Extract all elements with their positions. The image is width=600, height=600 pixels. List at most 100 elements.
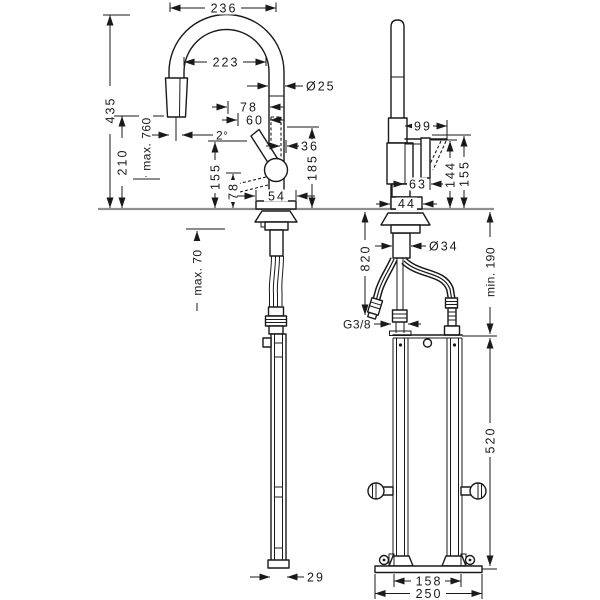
mount-hook bbox=[260, 222, 265, 228]
box-base-plate bbox=[374, 565, 483, 574]
side-hose-a-fitting bbox=[366, 296, 384, 320]
side-pipe-connector bbox=[391, 309, 408, 323]
dim-front-spout-dia-label: Ø25 bbox=[306, 80, 336, 94]
side-faucet bbox=[386, 19, 448, 210]
hose-front bbox=[268, 255, 284, 307]
side-handle-grip bbox=[420, 137, 431, 179]
side-fitting-bands bbox=[445, 301, 458, 305]
hose-fitting-a bbox=[267, 306, 285, 317]
side-fitting-threads bbox=[448, 311, 456, 321]
dim-side-hose-length-label: 820 bbox=[359, 245, 373, 272]
dim-front-base-width: 54 bbox=[237, 189, 315, 204]
dim-front-spout-dia: Ø25 bbox=[247, 80, 336, 94]
dim-front-handle-height-label: 155 bbox=[209, 163, 223, 190]
dim-front-outlet-height-label: 210 bbox=[116, 149, 130, 176]
dim-front-height-label: 435 bbox=[104, 97, 118, 124]
dim-front-offset-b-label: 60 bbox=[246, 114, 264, 128]
dim-side-box-inner-width: 158 bbox=[393, 574, 462, 589]
escutcheon-side bbox=[380, 212, 431, 226]
dim-front-base-width-label: 54 bbox=[268, 190, 286, 204]
side-view: 99 63 144 155 bbox=[343, 19, 498, 600]
box-edge-foot bbox=[267, 559, 290, 569]
front-dimensions: 236 223 435 210 bbox=[103, 1, 336, 585]
box-edge-tab bbox=[262, 337, 272, 348]
side-dimensions: 99 63 144 155 bbox=[343, 119, 498, 600]
dim-front-counter-thickness-label: max. 70 bbox=[191, 249, 205, 295]
right-clamp-ridges bbox=[477, 483, 482, 499]
escutcheon-neck bbox=[390, 224, 421, 234]
dim-front-lever-height-label: 78 bbox=[227, 182, 241, 200]
dim-front-width: 236 bbox=[169, 1, 277, 16]
side-fitting-hose-end bbox=[444, 297, 459, 309]
side-under-counter bbox=[366, 212, 461, 336]
dim-side-shank-dia: Ø34 bbox=[375, 240, 459, 254]
dim-side-box-inner-width-label: 158 bbox=[416, 575, 443, 589]
dim-front-offset-c: 36 bbox=[266, 139, 321, 154]
box-left-foot bbox=[388, 555, 414, 567]
dim-side-base-depth: 44 bbox=[376, 197, 437, 211]
spray-head-inner-line bbox=[179, 77, 181, 118]
dim-side-base-depth-label: 44 bbox=[398, 197, 416, 211]
dim-side-box-height: 520 bbox=[482, 338, 498, 570]
box-right-rail bbox=[446, 338, 463, 558]
dim-side-handle-offset-label: 63 bbox=[409, 178, 427, 192]
left-foot-screw-dot bbox=[382, 558, 386, 562]
side-main-body bbox=[386, 142, 414, 185]
dim-front-angle-label: 2° bbox=[216, 129, 228, 143]
dim-side-box-height-label: 520 bbox=[484, 427, 498, 454]
box-right-foot bbox=[441, 555, 467, 567]
box-screw-dot-left bbox=[398, 343, 403, 347]
dim-front-height: 435 bbox=[103, 14, 130, 208]
side-pipe-connector-bands bbox=[392, 313, 407, 319]
hose-fitting-c bbox=[268, 325, 284, 335]
dim-front-box-depth: 29 bbox=[250, 571, 323, 585]
dim-side-hose-length: 820 bbox=[358, 212, 373, 315]
dim-side-height-b-label: 155 bbox=[458, 160, 472, 187]
lock-nut bbox=[264, 221, 289, 231]
dim-side-height-a: 144 bbox=[431, 139, 458, 208]
dim-front-angle: 2° bbox=[152, 129, 228, 143]
side-fitting-stud bbox=[447, 307, 457, 327]
front-under-counter bbox=[254, 210, 298, 569]
shank-front bbox=[269, 229, 284, 257]
under-sink-box bbox=[367, 330, 497, 574]
dim-side-handle-offset: 63 bbox=[387, 177, 445, 192]
dim-side-handle-length: 99 bbox=[405, 119, 448, 140]
handle-alt-dashed bbox=[235, 176, 269, 193]
side-fitting-nut bbox=[443, 325, 461, 336]
side-pipe bbox=[396, 258, 404, 310]
dim-side-shank-dia-label: Ø34 bbox=[429, 240, 459, 254]
side-upper-body bbox=[387, 117, 408, 144]
box-edge-detail-top bbox=[274, 342, 283, 358]
dim-front-lever-height: 78 bbox=[226, 172, 241, 208]
box-edge-profile bbox=[270, 333, 287, 567]
dim-side-handle-length-label: 99 bbox=[414, 120, 432, 134]
side-handle-alt-dashed bbox=[429, 140, 447, 171]
dim-front-body-height: 185 bbox=[287, 126, 320, 208]
box-left-port-plate bbox=[389, 330, 412, 336]
side-hose-a-center bbox=[375, 258, 395, 300]
dim-front-offset-a-label: 78 bbox=[240, 101, 258, 115]
dim-front-width-label: 236 bbox=[211, 2, 238, 16]
box-center-hole bbox=[422, 338, 433, 348]
right-foot-screw-dot bbox=[468, 558, 472, 562]
dim-side-thread-label: G3/8 bbox=[343, 318, 371, 332]
left-clamp-ridges bbox=[372, 483, 377, 499]
box-left-rail bbox=[392, 338, 409, 558]
dim-side-thread: G3/8 bbox=[343, 318, 421, 332]
shank-side bbox=[392, 232, 411, 259]
front-faucet bbox=[164, 13, 297, 210]
dim-side-min-clearance: min. 190 bbox=[483, 212, 498, 334]
dim-front-body-height-label: 185 bbox=[306, 154, 320, 181]
dim-front-max-height: max. 760 bbox=[139, 113, 154, 177]
dim-side-height-a-label: 144 bbox=[444, 161, 458, 188]
front-view: 236 223 435 210 bbox=[103, 1, 336, 585]
dim-front-counter-thickness: max. 70 bbox=[186, 228, 225, 311]
dim-front-offset-a: 78 bbox=[212, 101, 284, 115]
dim-front-reach-label: 223 bbox=[213, 56, 240, 70]
dim-front-reach: 223 bbox=[183, 55, 267, 70]
dim-front-offset-c-label: 36 bbox=[301, 140, 319, 154]
side-hose-b-center bbox=[403, 260, 453, 299]
